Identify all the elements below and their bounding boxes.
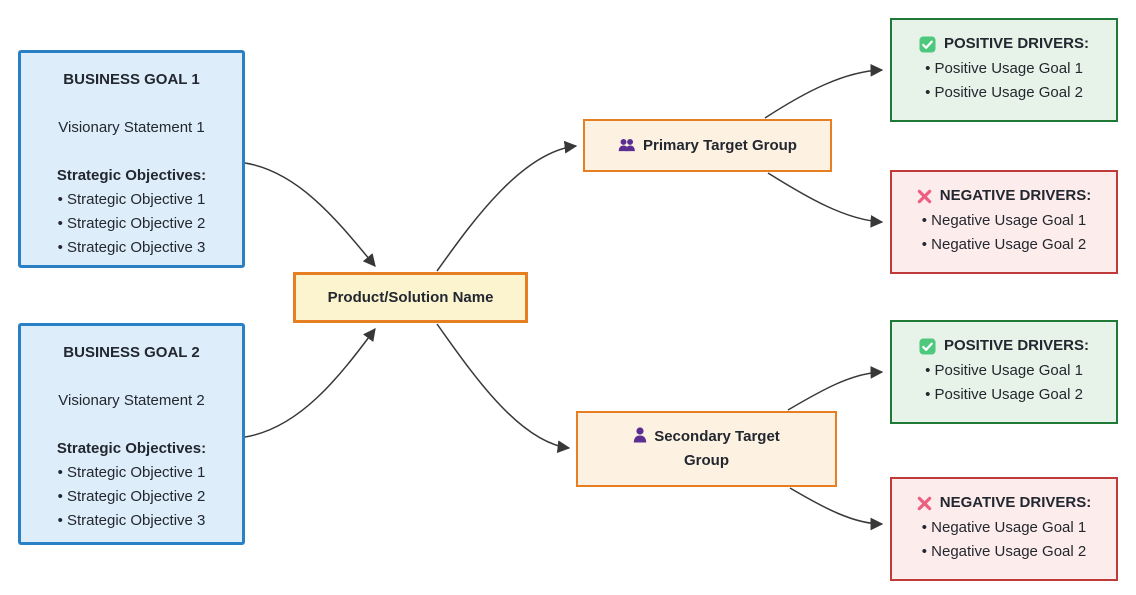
edge-primary-negative [767,172,884,228]
list-item: Positive Usage Goal 1 [892,57,1116,81]
edge-product-primary [436,140,578,272]
product-label: Product/Solution Name [327,289,494,306]
secondary-target-group-node[interactable]: Secondary Target Group [576,411,837,487]
list-item: Negative Usage Goal 2 [892,540,1116,564]
business-goal-1-node[interactable]: BUSINESS GOAL 1 Visionary Statement 1 St… [18,50,245,268]
driver-items-list: Negative Usage Goal 1 Negative Usage Goa… [892,209,1116,257]
list-item: Strategic Objective 1 [29,461,234,485]
list-item: Negative Usage Goal 1 [892,516,1116,540]
edge-secondary-positive [787,366,884,411]
edge-goal2-product [244,327,376,438]
driver-items-list: Negative Usage Goal 1 Negative Usage Goa… [892,516,1116,564]
positive-drivers-primary-node[interactable]: POSITIVE DRIVERS: Positive Usage Goal 1 … [890,18,1118,122]
negative-drivers-secondary-node[interactable]: NEGATIVE DRIVERS: Negative Usage Goal 1 … [890,477,1118,581]
list-item: Strategic Objective 2 [29,485,234,509]
driver-items-list: Positive Usage Goal 1 Positive Usage Goa… [892,57,1116,105]
check-icon [919,32,936,56]
goal-objectives-heading: Strategic Objectives: [56,167,207,184]
negative-drivers-primary-node[interactable]: NEGATIVE DRIVERS: Negative Usage Goal 1 … [890,170,1118,274]
list-item: Positive Usage Goal 2 [892,383,1116,407]
driver-items-list: Positive Usage Goal 1 Positive Usage Goa… [892,359,1116,407]
list-item: Negative Usage Goal 1 [892,209,1116,233]
list-item: Strategic Objective 3 [29,509,234,533]
goal-objectives-list: Strategic Objective 1 Strategic Objectiv… [29,461,234,533]
list-item: Negative Usage Goal 2 [892,233,1116,257]
list-item: Strategic Objective 1 [29,188,234,212]
list-item: Positive Usage Goal 2 [892,81,1116,105]
target-group-label: Primary Target Group [643,136,797,154]
user-icon [633,427,647,443]
business-goal-2-node[interactable]: BUSINESS GOAL 2 Visionary Statement 2 St… [18,323,245,545]
edge-primary-positive [764,63,884,119]
cross-icon [917,184,932,208]
edge-secondary-negative [789,487,884,531]
users-icon [618,138,636,152]
positive-drivers-secondary-node[interactable]: POSITIVE DRIVERS: Positive Usage Goal 1 … [890,320,1118,424]
cross-icon [917,491,932,515]
goal-objectives-heading: Strategic Objectives: [56,440,207,457]
goal-vision: Visionary Statement 1 [58,119,205,136]
goal-title: BUSINESS GOAL 1 [63,71,200,88]
edge-goal1-product [244,162,376,267]
check-icon [919,334,936,358]
driver-title-label: POSITIVE DRIVERS: [943,337,1090,354]
product-solution-node[interactable]: Product/Solution Name [293,272,528,323]
driver-title-label: POSITIVE DRIVERS: [943,35,1090,52]
list-item: Strategic Objective 3 [29,236,234,260]
edge-product-secondary [436,323,571,453]
goal-vision: Visionary Statement 2 [58,392,205,409]
list-item: Strategic Objective 2 [29,212,234,236]
driver-title-label: NEGATIVE DRIVERS: [939,494,1092,511]
driver-title-label: NEGATIVE DRIVERS: [939,187,1092,204]
goal-title: BUSINESS GOAL 2 [63,344,200,361]
primary-target-group-node[interactable]: Primary Target Group [583,119,832,172]
list-item: Positive Usage Goal 1 [892,359,1116,383]
target-group-label: Secondary Target Group [654,428,780,469]
goal-objectives-list: Strategic Objective 1 Strategic Objectiv… [29,188,234,260]
